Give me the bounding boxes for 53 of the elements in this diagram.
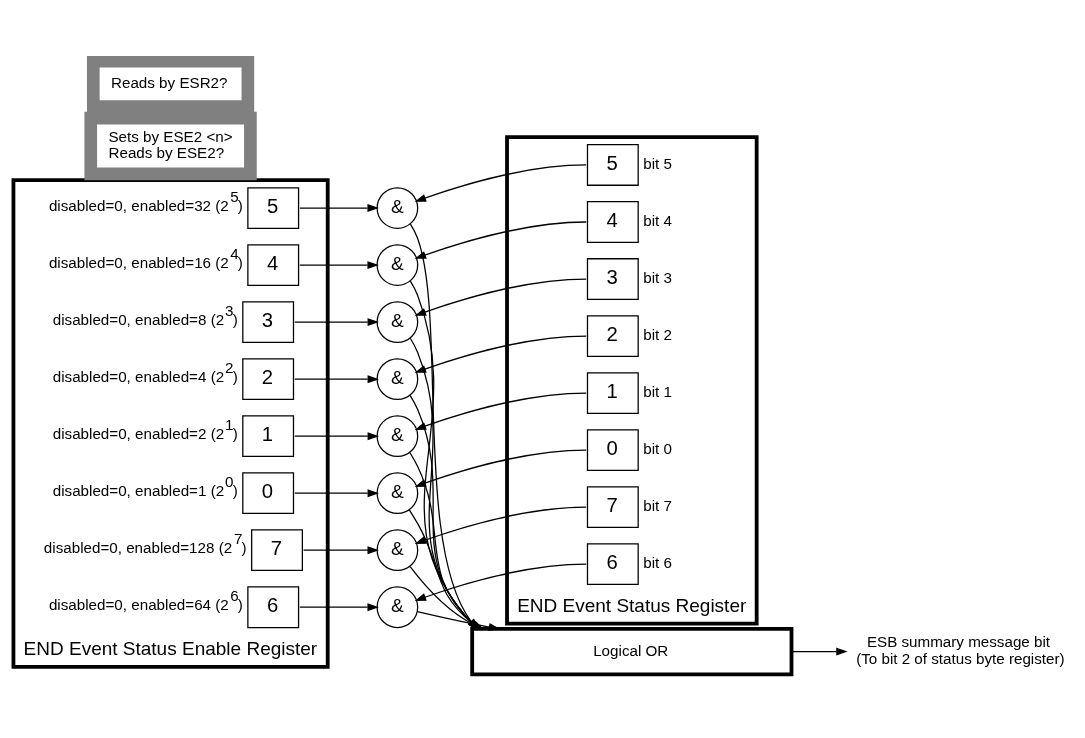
arrow (299, 261, 379, 270)
node-box: Sets by ESE2 <n> Reads by ESE2? (84, 111, 257, 181)
arrow (299, 204, 379, 213)
node-label: bit 7 (643, 497, 672, 515)
node-box: 7 (586, 486, 639, 529)
arrow (414, 563, 587, 601)
node-label: bit 1 (643, 383, 672, 401)
node-circle: & (376, 415, 419, 458)
node-box: 5 (247, 187, 300, 229)
node-circle: & (376, 187, 419, 229)
node-circle: & (376, 472, 419, 515)
node-box: 3 (242, 301, 295, 344)
node-circle: & (376, 301, 419, 344)
arrow (414, 221, 587, 259)
node-label: bit 6 (643, 554, 672, 572)
node-label: bit 4 (643, 211, 672, 229)
node-label: bit 2 (643, 325, 672, 343)
node-box: Logical OR (470, 626, 794, 677)
node-text: ESB summary message bit (To bit 2 of status byte register) (856, 633, 1065, 667)
node-circle: & (376, 358, 419, 401)
node-circle: & (376, 586, 419, 629)
node-box: 0 (242, 472, 295, 515)
arrow (790, 647, 848, 656)
node-box: 6 (247, 586, 300, 629)
arrow (414, 335, 587, 373)
node-box: 5 (586, 144, 639, 186)
arrow (414, 506, 587, 544)
node-label: bit 0 (643, 440, 672, 458)
arrow (414, 449, 587, 487)
arrow (294, 489, 379, 498)
node-box: 4 (247, 244, 300, 286)
arrow (299, 603, 379, 612)
node-label: bit 5 (643, 154, 672, 172)
arrow (294, 318, 379, 327)
node-label: bit 3 (643, 268, 672, 286)
arrow (414, 164, 587, 202)
node-box: 1 (586, 372, 639, 414)
arrow (414, 392, 587, 430)
node-circle: & (376, 529, 419, 572)
node-box: 3 (586, 258, 639, 300)
arrow (294, 375, 379, 384)
node-box: 0 (586, 429, 639, 471)
node-circle: & (376, 244, 419, 286)
node-box: 6 (586, 543, 639, 586)
node-box: 7 (251, 529, 303, 572)
arrow (414, 278, 587, 316)
arrow (294, 432, 379, 441)
node-box: 4 (586, 201, 639, 243)
node-box: 2 (242, 358, 295, 401)
node-box: Reads by ESR2? (86, 56, 255, 114)
arrow (303, 546, 379, 555)
node-box: 2 (586, 315, 639, 357)
node-box: 1 (242, 415, 295, 458)
